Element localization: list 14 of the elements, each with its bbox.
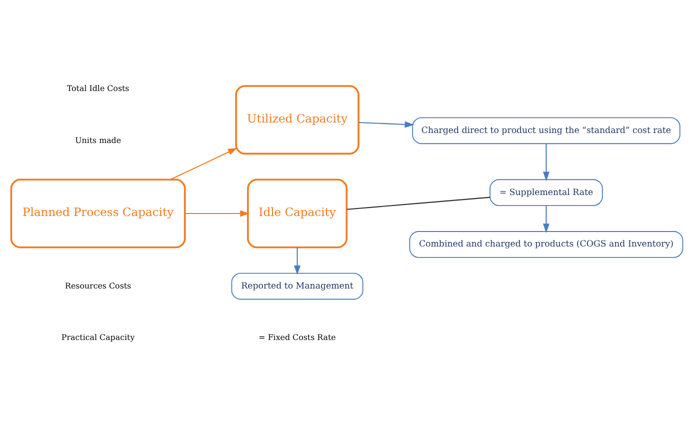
arrow [542,144,550,182]
node-box: Combined and charged to products (COGS and Inventory) [409,231,684,258]
arrow [358,121,414,128]
arrow [170,148,238,180]
node-box: Idle Capacity [247,178,348,248]
arrow [542,206,550,233]
node-box: Charged direct to product using the “standard” cost rate [412,117,680,144]
connector [346,196,490,210]
node-box: Reported to Management [231,272,364,300]
node-box: Planned Process Capacity [10,178,186,248]
arrow [184,210,250,217]
node-box: Utilized Capacity [235,85,360,155]
arrow [294,248,301,275]
node-box: = Supplemental Rate [490,179,603,206]
